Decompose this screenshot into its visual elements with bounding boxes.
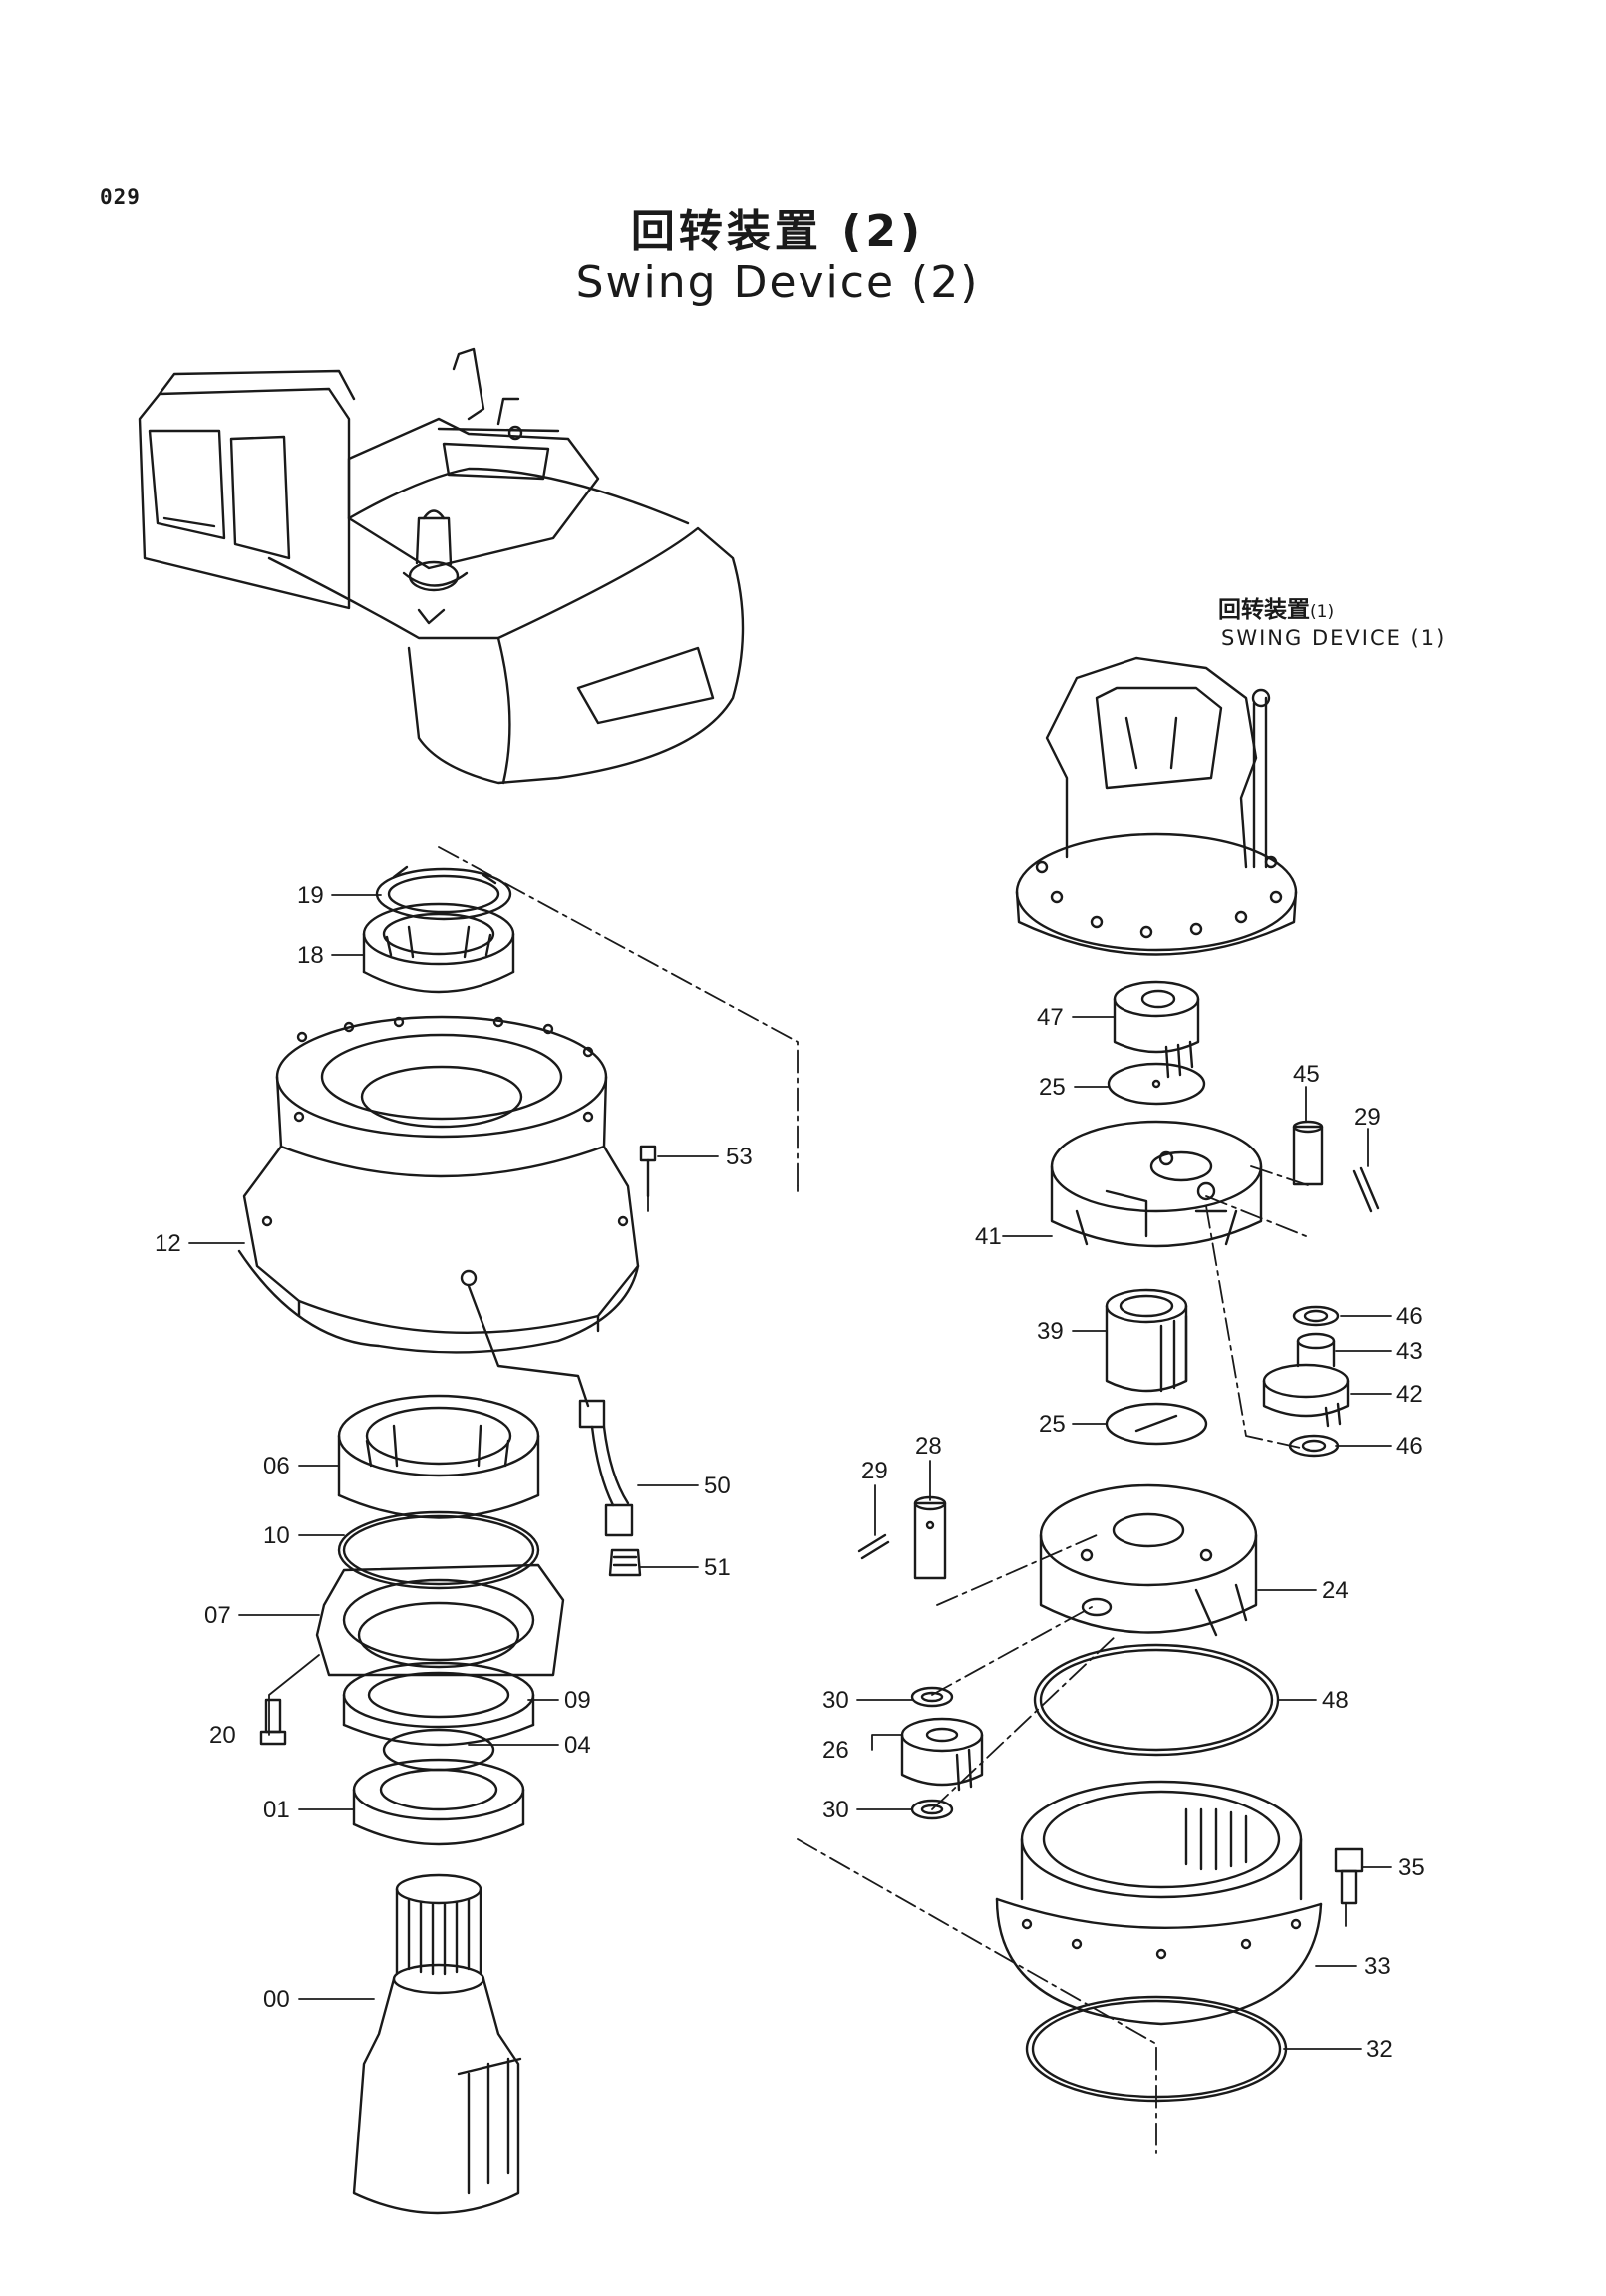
part-33-ring-gear-housing [995,1780,1323,2026]
callout-46-upper: 46 [1396,1303,1423,1330]
part-48-o-ring [1033,1643,1280,1757]
callout-53: 53 [726,1144,753,1170]
callout-33: 33 [1364,1953,1391,1980]
callout-04: 04 [564,1732,591,1759]
callout-47: 47 [1037,1004,1064,1031]
callout-42: 42 [1396,1381,1423,1408]
part-06-roller-bearing [337,1394,540,1519]
callout-43: 43 [1396,1338,1423,1365]
page-number: 029 [100,185,141,209]
part-20-bolt [259,1698,287,1746]
callout-07: 07 [204,1602,231,1629]
callout-10: 10 [263,1522,290,1549]
callout-labels: 19 18 12 53 06 10 07 20 09 04 01 00 50 5… [155,882,1425,2063]
part-47-sun-gear [1113,980,1200,1079]
part-18-roller-bearing [362,902,515,994]
part-39-sun-gear [1105,1288,1188,1393]
reference-label-english: SWING DEVICE (1) [1221,626,1446,650]
callout-45: 45 [1293,1061,1320,1088]
callout-01: 01 [263,1797,290,1823]
callout-00: 00 [263,1986,290,2013]
callout-41: 41 [975,1223,1002,1250]
part-42-planet-gear [1262,1363,1350,1428]
callout-51: 51 [704,1554,731,1581]
assembly-center-lines [438,846,1347,2154]
callout-18: 18 [297,942,324,969]
page-title-japanese: 回转装置 (2) [630,206,925,257]
callout-48: 48 [1322,1687,1349,1714]
callout-50: 50 [704,1473,731,1499]
part-51-cap [608,1548,642,1577]
callout-29-upper: 29 [1354,1104,1381,1131]
part-46-thrust-washer-lower [1288,1434,1340,1458]
callout-12: 12 [155,1230,181,1257]
part-01-seal [352,1758,525,1846]
part-29-pin-lower [857,1533,890,1560]
page-title-english: Swing Device (2) [575,257,980,308]
part-41-carrier [1050,1120,1263,1248]
excavator-locator-illustration [138,347,745,785]
part-19-retaining-ring [375,865,512,921]
reference-label-japanese: 回转装置(1) [1218,590,1334,624]
part-26-planet-gear [900,1717,984,1792]
part-35-bolt [1334,1847,1364,1905]
part-07-flange [315,1563,565,1677]
callout-25-upper: 25 [1039,1074,1066,1101]
callout-32: 32 [1366,2036,1393,2063]
part-25-thrust-plate-lower [1105,1402,1208,1446]
part-29-pin-upper [1352,1166,1380,1213]
part-45-pin [1292,1120,1324,1186]
callout-19: 19 [297,882,324,909]
reference-label-japanese-suffix: (1) [1310,602,1335,622]
part-25-thrust-plate-upper [1107,1062,1206,1106]
callout-30-upper: 30 [822,1687,849,1714]
callout-leader-lines [188,894,1392,2050]
reference-label-japanese-text: 回转装置 [1218,597,1310,623]
callout-24: 24 [1322,1577,1349,1604]
callout-39: 39 [1037,1318,1064,1345]
part-28-pin [913,1495,947,1580]
part-00-pinion-shaft [352,1873,522,2215]
part-46-thrust-washer-upper [1292,1305,1340,1327]
callout-09: 09 [564,1687,591,1714]
part-43-needle-bearing [1296,1332,1336,1368]
swing-device-1-motor [1015,656,1298,956]
part-10-o-ring [337,1510,540,1590]
part-53-plug [639,1145,657,1198]
part-24-carrier [1039,1483,1258,1637]
callout-26: 26 [822,1737,849,1764]
callout-29-lower: 29 [861,1458,888,1484]
callout-30-lower: 30 [822,1797,849,1823]
part-09-oil-seal [342,1661,535,1747]
callout-35: 35 [1398,1854,1425,1881]
callout-20: 20 [209,1722,236,1749]
callout-06: 06 [263,1453,290,1479]
callout-25-lower: 25 [1039,1411,1066,1438]
part-50-drain-hose [467,1284,634,1537]
part-12-swing-housing [237,1015,640,1354]
part-30-thrust-washer-upper [910,1686,954,1708]
callout-46-lower: 46 [1396,1433,1423,1460]
callout-28: 28 [915,1433,942,1460]
